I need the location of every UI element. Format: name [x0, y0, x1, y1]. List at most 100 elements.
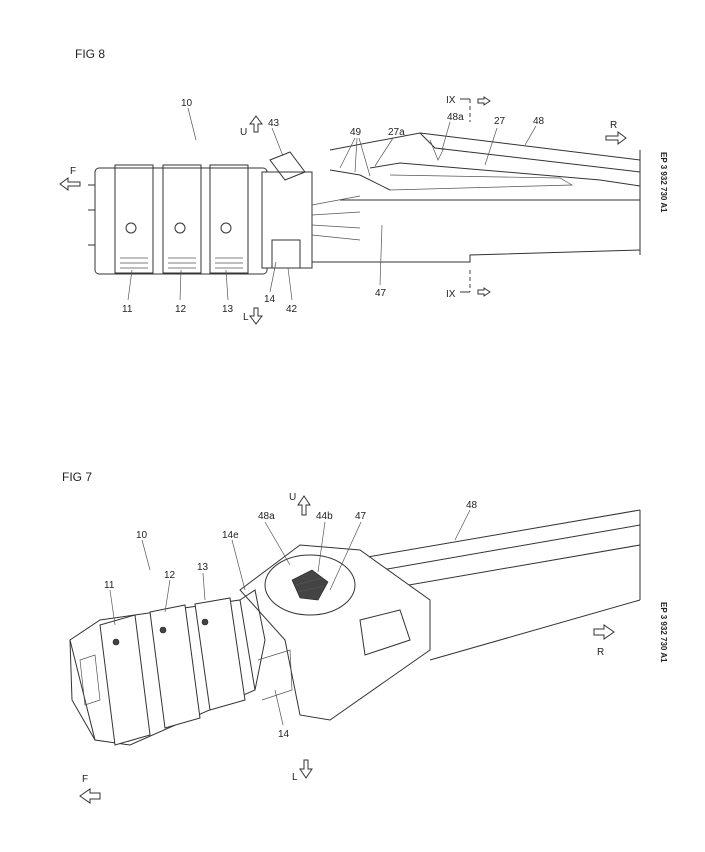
- fig7-leader-48: [454, 509, 471, 541]
- fig7-body: [239, 544, 431, 721]
- fig8-connector-body: [261, 171, 313, 269]
- fig8-inner-slot: [389, 174, 574, 191]
- fig8-ref-47: 47: [375, 288, 387, 299]
- fig8-leader-11: [127, 269, 133, 301]
- fig7-leader-47: [329, 521, 362, 591]
- fig8-ref-48: 48: [533, 116, 545, 127]
- fig7-arrow-right-icon: [593, 624, 615, 640]
- fig8-leader-48: [524, 125, 537, 146]
- fig7-ref-48a: 48a: [258, 511, 275, 522]
- fig7-leader-44b: [317, 521, 326, 573]
- fig8-section-arrow-top: [477, 96, 491, 106]
- fig7-dir-u: U: [289, 492, 296, 503]
- fig8-leader-13: [225, 269, 229, 301]
- fig7-window: [264, 554, 356, 616]
- fig8-module-13: [209, 164, 249, 274]
- fig8-48a-notch: [429, 139, 445, 161]
- fig7-leader-48a: [264, 521, 291, 566]
- fig8-dir-r: R: [610, 120, 617, 131]
- fig8-section-arrow-bottom: [477, 287, 491, 297]
- fig8-part-42: [271, 239, 301, 269]
- fig8-housing-front: [88, 184, 95, 246]
- fig8-tube-bottom: [310, 249, 641, 263]
- fig8-ref-49: 49: [350, 127, 362, 138]
- fig7-dir-l: L: [292, 772, 298, 783]
- fig8-dir-u: U: [240, 127, 247, 138]
- fig8-dir-l: L: [243, 312, 249, 323]
- fig8-leader-47: [379, 224, 383, 286]
- fig8-module-12: [162, 164, 202, 274]
- fig8-section-ix-bottom: IX: [446, 289, 456, 300]
- fig7-drawing: 10 11 12 13 14e 48a 44b 47 48 14 U L F R: [69, 492, 641, 804]
- fig8-part-49: [329, 169, 391, 191]
- fig7-arrow-left-icon: [79, 788, 101, 804]
- fig7-lever-top: [349, 509, 641, 561]
- fig7-ref-48: 48: [466, 500, 478, 511]
- fig8-leader-42: [287, 267, 293, 301]
- fig7-leader-14e: [231, 539, 246, 591]
- fig8-spring-fingers: [311, 195, 361, 241]
- fig7-ref-47: 47: [355, 511, 367, 522]
- fig8-ref-10: 10: [181, 98, 193, 109]
- fig7-title: FIG 7: [62, 470, 93, 484]
- fig8-leader-48a: [441, 121, 451, 151]
- fig7-contact-44b: [291, 569, 329, 601]
- fig8-leader-27a: [374, 137, 394, 167]
- arrow-down-icon: [249, 307, 263, 325]
- fig8-module-11: [114, 164, 154, 274]
- fig7-module-11: [99, 614, 151, 746]
- fig7-ref-11: 11: [104, 580, 115, 591]
- fig8-ref-48a: 48a: [447, 112, 464, 123]
- fig7-module-12: [149, 604, 201, 729]
- fig7-lever-lower-face: [429, 599, 641, 661]
- fig8-leader-12: [179, 269, 182, 301]
- fig7-dir-r: R: [597, 647, 604, 658]
- fig8-cover-48-lower: [419, 132, 641, 173]
- fig8-part-27: [369, 162, 641, 187]
- fig8-title: FIG 8: [75, 47, 106, 61]
- fig8-leader-14: [269, 261, 277, 293]
- fig7-part-14e: [239, 589, 266, 691]
- fig7-recess: [359, 609, 411, 656]
- fig7-arrow-down-icon: [299, 759, 313, 779]
- fig7-part-14: [257, 649, 293, 701]
- fig7-ref-44b: 44b: [316, 511, 333, 522]
- fig8-leader-43: [271, 127, 284, 157]
- fig7-ref-13: 13: [197, 562, 209, 573]
- fig8-ref-14: 14: [264, 294, 276, 305]
- fig8-ref-13: 13: [222, 304, 234, 315]
- fig7-leader-11: [109, 589, 116, 626]
- fig7-housing: [69, 597, 256, 746]
- fig7-ref-14: 14: [278, 729, 290, 740]
- fig8-dir-f: F: [70, 166, 76, 177]
- fig7-module-13: [194, 597, 246, 711]
- fig8-leader-49: [339, 137, 371, 177]
- arrow-left-icon: [59, 177, 81, 191]
- fig7-leader-13: [202, 572, 206, 601]
- fig8-part-43: [269, 151, 306, 181]
- fig7-leader-12: [164, 579, 171, 613]
- fig8-ref-11: 11: [122, 304, 133, 315]
- fig7-leader-10: [141, 539, 151, 571]
- fig8-section-ix-top: IX: [446, 95, 456, 106]
- fig7-contact-ribs: [295, 577, 325, 593]
- fig8-ref-27a: 27a: [388, 127, 405, 138]
- arrow-right-icon: [605, 131, 627, 145]
- fig8-ref-27: 27: [494, 116, 506, 127]
- fig8-ref-42: 42: [286, 304, 298, 315]
- fig7-ref-12: 12: [164, 570, 176, 581]
- arrow-up-icon: [249, 115, 263, 133]
- fig7-lever-top-inner: [369, 524, 641, 573]
- fig8-ref-43: 43: [268, 118, 280, 129]
- fig8-cover-top-edge: [329, 132, 641, 161]
- fig7-ref-10: 10: [136, 530, 148, 541]
- fig7-dir-f: F: [82, 774, 88, 785]
- fig8-leader-10: [187, 107, 197, 141]
- fig8-drawing: 10 43 49 27a 48a 27 48 11 12 13 14 42 47…: [59, 95, 641, 325]
- fig7-lever-upper-face: [379, 544, 641, 591]
- fig7-leader-14: [274, 689, 284, 726]
- fig7-ref-14e: 14e: [222, 530, 239, 541]
- fig8-ref-12: 12: [175, 304, 187, 315]
- fig7-arrow-up-icon: [297, 495, 311, 516]
